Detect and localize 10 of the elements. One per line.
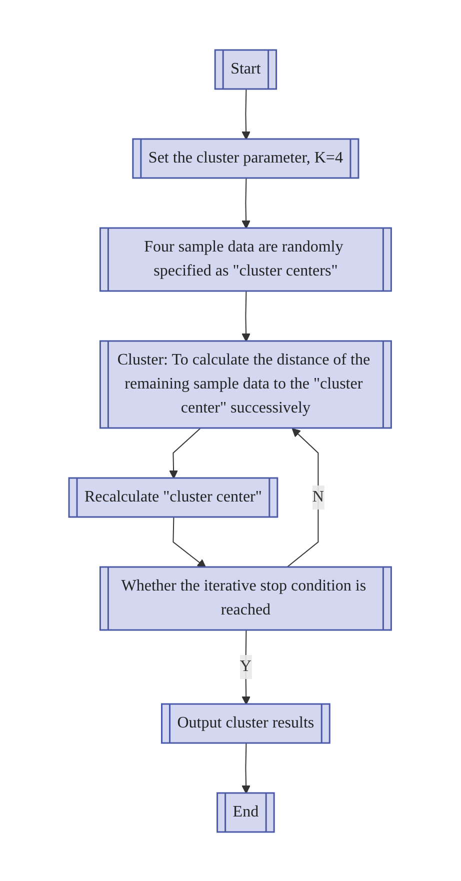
arrow [242, 290, 251, 342]
arrow [173, 516, 207, 568]
arrow [242, 630, 251, 704]
arrow [242, 88, 251, 140]
edge-label: N [312, 488, 324, 505]
arrow [170, 428, 202, 478]
arrow [242, 178, 251, 228]
arrow [286, 428, 320, 568]
edge-label: Y [240, 657, 252, 674]
arrow [242, 742, 251, 794]
